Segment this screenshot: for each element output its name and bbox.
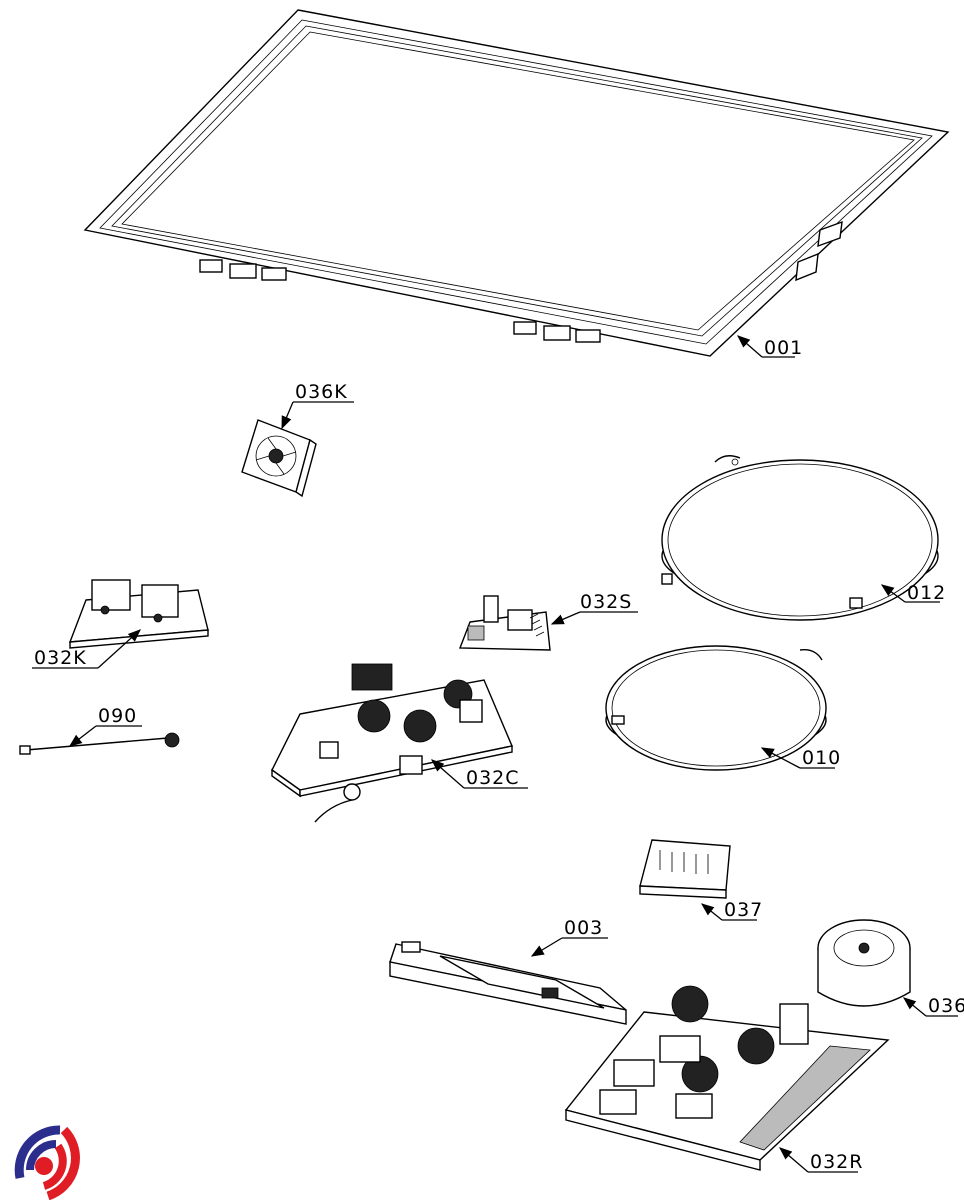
callout-001: 001 bbox=[737, 335, 803, 359]
part-001-glass-frame[interactable] bbox=[83, 9, 950, 357]
label-032r: 032R bbox=[810, 1151, 863, 1173]
part-090-cable[interactable] bbox=[19, 732, 180, 755]
callout-090: 090 bbox=[68, 705, 142, 747]
part-032r-main-board[interactable] bbox=[564, 985, 890, 1171]
callout-032k: 032K bbox=[32, 629, 141, 669]
part-036k-small-fan[interactable] bbox=[241, 419, 317, 498]
label-032k: 032K bbox=[34, 647, 87, 669]
label-090: 090 bbox=[98, 705, 137, 727]
part-037-terminal-block[interactable] bbox=[639, 839, 731, 899]
callout-032c: 032C bbox=[431, 759, 528, 789]
part-012-coil[interactable] bbox=[661, 455, 939, 621]
label-037: 037 bbox=[724, 899, 763, 921]
label-003: 003 bbox=[564, 917, 603, 939]
part-032k-control-board[interactable] bbox=[68, 579, 209, 649]
callout-032s: 032S bbox=[550, 591, 638, 625]
label-001: 001 bbox=[764, 337, 803, 359]
callout-003: 003 bbox=[530, 917, 608, 957]
part-010-coil[interactable] bbox=[605, 645, 827, 771]
label-012: 012 bbox=[907, 582, 946, 604]
callout-032r: 032R bbox=[779, 1147, 863, 1173]
callout-036k: 036K bbox=[281, 381, 354, 430]
callout-037: 037 bbox=[700, 899, 763, 921]
label-032c: 032C bbox=[466, 767, 520, 789]
label-036k: 036K bbox=[295, 381, 348, 403]
callout-036: 036 bbox=[902, 995, 964, 1017]
label-010: 010 bbox=[802, 747, 841, 769]
part-032c-power-board[interactable] bbox=[271, 663, 513, 823]
part-032s-psu-board[interactable] bbox=[458, 595, 551, 651]
label-032s: 032S bbox=[580, 591, 632, 613]
callout-010: 010 bbox=[760, 747, 841, 769]
label-036: 036 bbox=[928, 995, 964, 1017]
part-003-ui-board[interactable] bbox=[389, 941, 627, 1025]
brand-logo bbox=[14, 1125, 80, 1200]
callout-012: 012 bbox=[880, 582, 946, 604]
part-036-blower-fan[interactable] bbox=[817, 919, 911, 1007]
